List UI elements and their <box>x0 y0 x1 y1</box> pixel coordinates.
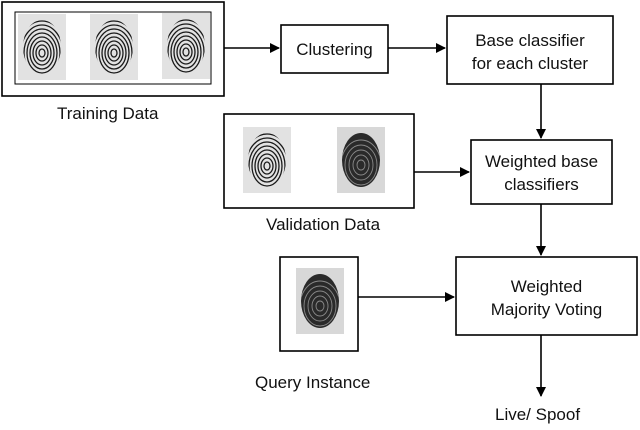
weighted-majority-line1: Weighted <box>511 277 583 296</box>
fingerprint-icon <box>337 127 385 193</box>
base-classifier-box <box>446 15 614 85</box>
query-instance-label: Query Instance <box>255 373 371 392</box>
base-classifier-line1: Base classifier <box>475 31 585 50</box>
fingerprint-icon <box>240 127 294 202</box>
weighted-majority-line2: Majority Voting <box>491 300 603 319</box>
output-label: Live/ Spoof <box>495 405 581 424</box>
fingerprint-icon <box>87 14 141 89</box>
training-data-frame <box>1 1 225 97</box>
clustering-label: Clustering <box>296 40 373 59</box>
validation-data-frame <box>223 113 415 209</box>
base-classifier-line2: for each cluster <box>472 54 589 73</box>
training-data-label: Training Data <box>57 104 159 123</box>
clustering-box <box>280 24 389 74</box>
fingerprint-icon <box>159 13 213 88</box>
fingerprint-icon <box>296 268 344 334</box>
weighted-majority-box <box>455 256 638 336</box>
weighted-base-line1: Weighted base <box>485 152 598 171</box>
validation-data-label: Validation Data <box>266 215 381 234</box>
query-instance-frame <box>279 256 359 352</box>
training-data-inner-frame <box>14 11 212 85</box>
weighted-base-line2: classifiers <box>504 175 579 194</box>
fingerprint-icon <box>15 14 69 89</box>
weighted-base-box <box>470 139 613 205</box>
